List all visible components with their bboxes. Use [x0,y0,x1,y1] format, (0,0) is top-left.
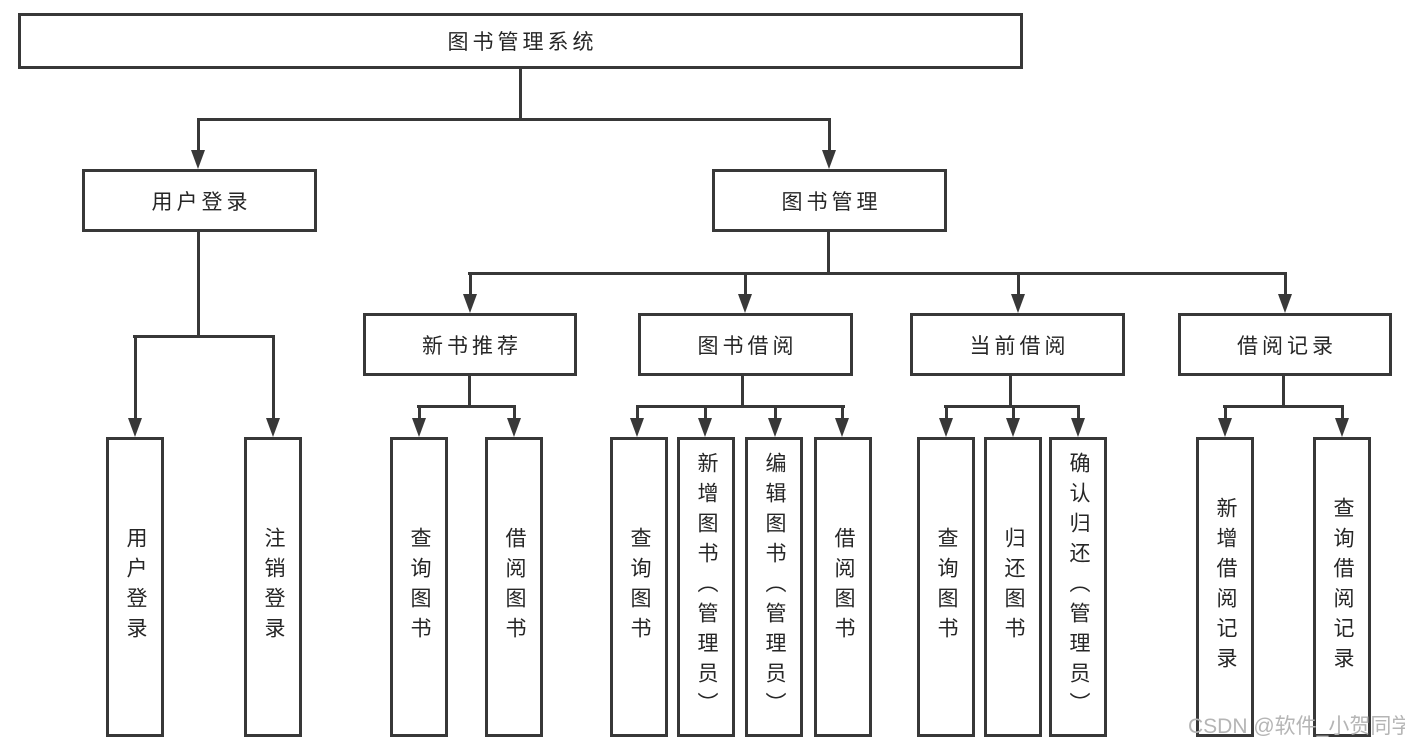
arrow-head-icon [939,418,953,437]
arrow-head-icon [1011,294,1025,313]
connector-new-book-rail [417,405,516,408]
leaf-user-login: 用户登录 [106,437,164,737]
arrow-to-leaf-borrow-books-2 [835,405,849,437]
arrow-head-icon [507,418,521,437]
connector-level2-rail [197,118,831,121]
leaf-return-books: 归还图书 [984,437,1042,737]
arrow-to-user-login [191,118,205,169]
arrow-to-current-borrowing [1011,272,1025,313]
leaf-confirm-return-admin: 确认归还（管理员） [1049,437,1107,737]
arrow-to-borrowing-records [1278,272,1292,313]
arrow-to-leaf-add-borrow-record [1218,405,1232,437]
connector-current-borrowing-stem [1009,376,1012,408]
node-label: 用户登录 [151,190,252,214]
arrow-stem [773,405,777,422]
arrow-to-leaf-query-borrow-record [1335,405,1349,437]
connector-new-book-stem [468,376,471,408]
arrow-head-icon [1278,294,1292,313]
arrow-head-icon [1335,418,1349,437]
arrow-head-icon [1218,418,1232,437]
arrow-to-leaf-query-books-1 [412,405,426,437]
arrow-to-leaf-add-books [698,405,712,437]
arrow-head-icon [463,294,477,313]
node-label: 图书管理 [781,190,882,214]
arrow-to-leaf-return-books [1006,405,1020,437]
arrow-to-leaf-confirm-return [1071,405,1085,437]
arrow-head-icon [1071,418,1085,437]
node-borrowing-records: 借阅记录 [1178,313,1392,376]
leaf-add-borrow-record: 新增借阅记录 [1196,437,1254,737]
arrow-head-icon [128,418,142,437]
arrow-stem [743,272,747,298]
arrow-stem [417,405,421,422]
arrow-stem [468,272,472,298]
arrow-stem [271,335,275,422]
arrow-to-leaf-edit-books [768,405,782,437]
arrow-head-icon [191,150,205,169]
arrow-to-leaf-borrow-books-1 [507,405,521,437]
arrow-to-new-book-recommendation [463,272,477,313]
arrow-head-icon [630,418,644,437]
node-label: 借阅记录 [1237,334,1337,358]
leaf-borrow-books-borrowing: 借阅图书 [814,437,872,737]
arrow-stem [1011,405,1015,422]
arrow-head-icon [738,294,752,313]
node-library-system: 图书管理系统 [18,13,1023,69]
node-user-login: 用户登录 [82,169,317,232]
arrow-stem [1016,272,1020,298]
node-book-management: 图书管理 [712,169,947,232]
arrow-stem [512,405,516,422]
arrow-stem [1283,272,1287,298]
node-label: 图书借阅 [697,334,798,358]
leaf-borrow-books-recommend: 借阅图书 [485,437,543,737]
connector-user-login-rail [133,335,275,338]
leaf-add-books-admin: 新增图书（管理员） [677,437,735,737]
csdn-watermark: CSDN @软件_小贺同学 [1188,715,1405,738]
arrow-stem [1223,405,1227,422]
node-current-borrowing: 当前借阅 [910,313,1125,376]
arrow-head-icon [412,418,426,437]
arrow-stem [827,118,831,154]
node-new-book-recommendation: 新书推荐 [363,313,577,376]
arrow-stem [133,335,137,422]
arrow-head-icon [698,418,712,437]
leaf-logout: 注销登录 [244,437,302,737]
arrow-stem [840,405,844,422]
connector-borrowing-records-stem [1282,376,1285,408]
node-book-borrowing: 图书借阅 [638,313,853,376]
connector-book-borrowing-rail [637,405,845,408]
connector-book-borrowing-stem [741,376,744,408]
connector-borrowing-records-rail [1223,405,1344,408]
arrow-to-book-management [822,118,836,169]
arrow-stem [635,405,639,422]
arrow-stem [1076,405,1080,422]
leaf-query-books-borrowing: 查询图书 [610,437,668,737]
connector-book-management-stem [827,232,830,275]
arrow-stem [703,405,707,422]
node-label: 新书推荐 [422,334,522,358]
node-label: 图书管理系统 [447,31,598,54]
leaf-query-books-current: 查询图书 [917,437,975,737]
arrow-head-icon [835,418,849,437]
arrow-head-icon [768,418,782,437]
arrow-stem [944,405,948,422]
connector-user-login-stem [197,232,200,338]
connector-level3-rail [468,272,1287,275]
arrow-to-leaf-logout [266,335,280,437]
arrow-to-book-borrowing [738,272,752,313]
arrow-head-icon [822,150,836,169]
arrow-to-leaf-user-login [128,335,142,437]
arrow-stem [196,118,200,154]
arrow-head-icon [1006,418,1020,437]
leaf-query-books-recommend: 查询图书 [390,437,448,737]
leaf-edit-books-admin: 编辑图书（管理员） [745,437,803,737]
connector-root-stem [519,67,522,121]
arrow-head-icon [266,418,280,437]
arrow-to-leaf-query-books-2 [630,405,644,437]
leaf-query-borrow-record: 查询借阅记录 [1313,437,1371,737]
node-label: 当前借阅 [969,334,1070,358]
arrow-to-leaf-query-books-3 [939,405,953,437]
arrow-stem [1340,405,1344,422]
